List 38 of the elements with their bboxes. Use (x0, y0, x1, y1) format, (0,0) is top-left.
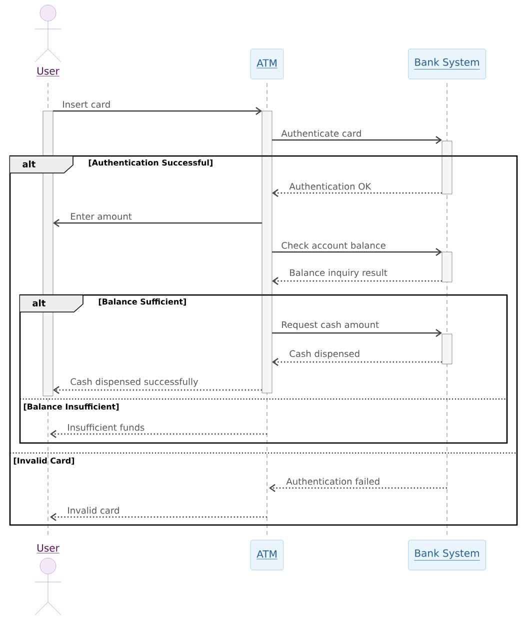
message-label: Authentication OK (289, 182, 372, 190)
message-label: Balance inquiry result (290, 269, 388, 278)
guard-label: [Authentication Successful] (88, 159, 212, 167)
guard-label: [Balance Sufficient] (98, 298, 186, 306)
node-label: User (37, 67, 60, 75)
participant-box: Bank System (408, 540, 486, 570)
message-label: Invalid card (68, 506, 119, 514)
message-arrow (53, 107, 262, 115)
operator-tab: alt (10, 156, 74, 174)
message-arrow (272, 358, 442, 366)
message-arrow (272, 136, 442, 144)
guard-label: [Invalid Card] (14, 457, 74, 465)
message-arrow (50, 513, 267, 521)
message-label: Cash dispensed (290, 350, 360, 359)
guard-label: [Balance Insufficient] (24, 403, 119, 411)
message-label: Insert card (63, 100, 110, 108)
message-arrow (272, 248, 442, 256)
participant-box: Bank System (408, 48, 486, 80)
actor: User (34, 4, 62, 76)
operator-tab: alt (20, 294, 84, 312)
participant-box: ATM (250, 540, 284, 570)
node-label: User (37, 544, 60, 552)
participant-box: ATM (250, 48, 284, 80)
message-label: Enter amount (71, 213, 132, 220)
message-arrow (50, 430, 267, 438)
message-arrow (272, 277, 442, 285)
message-arrow (272, 189, 442, 197)
message-label: Request cash amount (282, 321, 379, 330)
message-arrow (272, 329, 442, 337)
message-arrow (53, 386, 262, 394)
message-arrow (53, 219, 262, 227)
message-arrow (269, 484, 447, 492)
message-label: Insufficient funds (68, 424, 144, 431)
message-label: Cash dispensed successfully (70, 378, 198, 387)
message-label: Authenticate card (281, 130, 361, 137)
actor: User (34, 544, 62, 616)
message-label: Authentication failed (286, 478, 380, 485)
message-label: Check account balance (282, 242, 386, 249)
